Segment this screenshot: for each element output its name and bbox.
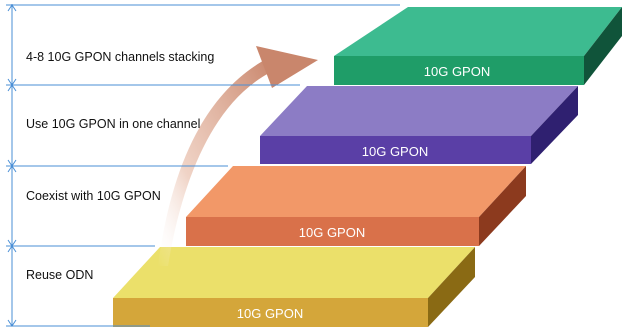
stage-label-reuse-odn: Reuse ODN: [26, 268, 94, 282]
step-coexist: 10G GPON: [186, 166, 526, 246]
axis-arrow: [7, 245, 17, 253]
stage-axis: [6, 4, 400, 327]
arrow-shaft: [158, 58, 271, 266]
step-top: [334, 7, 622, 56]
progression-arrow: [158, 46, 318, 266]
stage-label-coexist: Coexist with 10G GPON: [26, 189, 161, 203]
step-one-channel: 10G GPON: [260, 86, 578, 164]
step-side: [531, 86, 578, 164]
step-top: [260, 86, 578, 136]
arrow-head: [256, 46, 318, 88]
step-side: [428, 247, 475, 327]
step-front: [334, 56, 584, 85]
step-top: [113, 247, 475, 298]
stage-label-one-channel: Use 10G GPON in one channel: [26, 117, 201, 131]
step-label: 10G GPON: [424, 64, 490, 79]
step-side: [584, 7, 622, 85]
step-front: [186, 217, 479, 246]
step-side: [479, 166, 526, 246]
step-channel-stacking: 10G GPON: [334, 7, 622, 85]
axis-arrow: [7, 84, 17, 92]
step-label: 10G GPON: [237, 306, 303, 321]
step-label: 10G GPON: [299, 225, 365, 240]
axis-arrow: [7, 165, 17, 173]
axis-arrow: [7, 319, 17, 327]
step-top: [186, 166, 526, 217]
step-reuse-odn: 10G GPON: [113, 247, 475, 327]
step-label: 10G GPON: [362, 144, 428, 159]
stage-label-stacking: 4-8 10G GPON channels stacking: [26, 50, 215, 64]
step-front: [113, 298, 428, 327]
step-front: [260, 136, 531, 164]
axis-arrow: [7, 4, 17, 12]
